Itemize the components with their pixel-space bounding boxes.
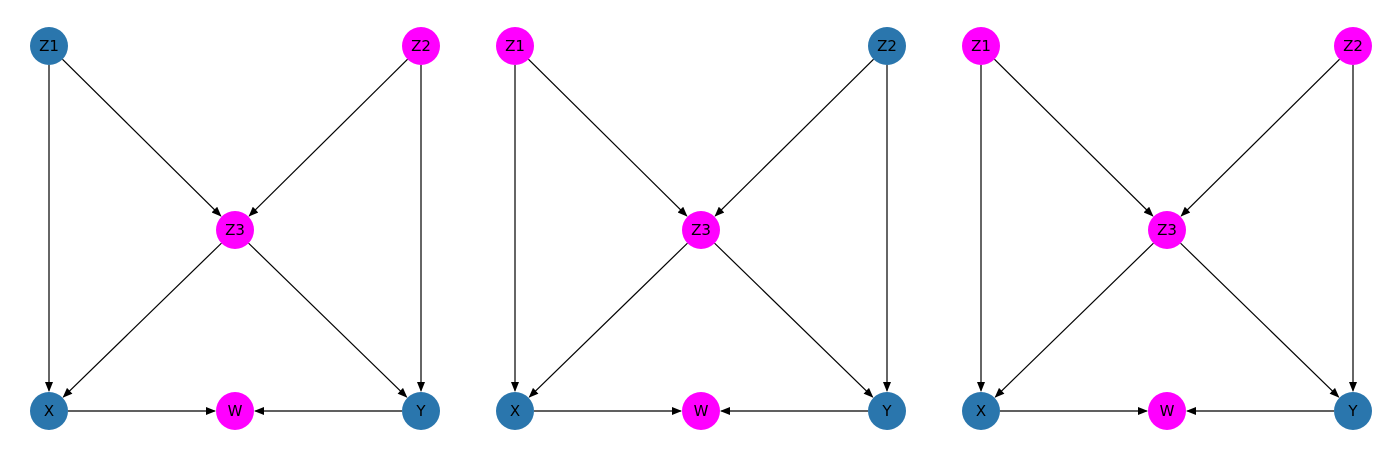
node-label: W bbox=[1160, 402, 1175, 420]
node-z2: Z2 bbox=[402, 27, 440, 65]
node-circle bbox=[962, 27, 1000, 65]
node-circle bbox=[682, 392, 720, 430]
node-circle bbox=[30, 392, 68, 430]
node-y: Y bbox=[1334, 392, 1372, 430]
edge-z3-to-x bbox=[62, 242, 222, 398]
edge-z2-to-z3 bbox=[714, 58, 874, 217]
node-circle bbox=[1334, 27, 1372, 65]
node-circle bbox=[496, 27, 534, 65]
edge-z3-to-x bbox=[994, 242, 1154, 398]
edge-z2-to-z3 bbox=[1180, 58, 1340, 217]
edge-z1-to-z3 bbox=[62, 58, 222, 217]
node-label: Z1 bbox=[971, 37, 991, 55]
node-circle bbox=[402, 27, 440, 65]
node-label: Z1 bbox=[39, 37, 59, 55]
edge-z2-to-z3 bbox=[248, 58, 408, 217]
node-circle bbox=[30, 27, 68, 65]
node-z1: Z1 bbox=[30, 27, 68, 65]
node-label: Z3 bbox=[225, 221, 245, 239]
node-circle bbox=[1148, 392, 1186, 430]
node-label: X bbox=[44, 402, 54, 420]
node-label: Z1 bbox=[505, 37, 525, 55]
node-label: X bbox=[976, 402, 986, 420]
node-label: Y bbox=[881, 402, 892, 420]
edge-z1-to-z3 bbox=[994, 58, 1154, 217]
node-x: X bbox=[962, 392, 1000, 430]
node-circle bbox=[496, 392, 534, 430]
node-y: Y bbox=[402, 392, 440, 430]
node-circle bbox=[868, 392, 906, 430]
node-z3: Z3 bbox=[1148, 211, 1186, 249]
node-label: Z2 bbox=[411, 37, 431, 55]
edge-z3-to-x bbox=[528, 242, 688, 398]
node-label: Y bbox=[415, 402, 426, 420]
edge-z3-to-y bbox=[248, 242, 408, 398]
node-label: X bbox=[510, 402, 520, 420]
node-circle bbox=[216, 392, 254, 430]
edge-z3-to-y bbox=[714, 242, 874, 398]
node-w: W bbox=[216, 392, 254, 430]
node-label: W bbox=[694, 402, 709, 420]
node-label: Z2 bbox=[1343, 37, 1363, 55]
node-label: Z2 bbox=[877, 37, 897, 55]
node-circle bbox=[402, 392, 440, 430]
node-z1: Z1 bbox=[962, 27, 1000, 65]
node-z3: Z3 bbox=[216, 211, 254, 249]
node-w: W bbox=[682, 392, 720, 430]
node-label: Z3 bbox=[691, 221, 711, 239]
node-label: W bbox=[228, 402, 243, 420]
node-w: W bbox=[1148, 392, 1186, 430]
node-x: X bbox=[496, 392, 534, 430]
node-label: Y bbox=[1347, 402, 1358, 420]
node-circle bbox=[1148, 211, 1186, 249]
edge-z1-to-z3 bbox=[528, 58, 688, 217]
node-x: X bbox=[30, 392, 68, 430]
node-circle bbox=[868, 27, 906, 65]
node-z1: Z1 bbox=[496, 27, 534, 65]
node-z3: Z3 bbox=[682, 211, 720, 249]
node-circle bbox=[682, 211, 720, 249]
node-y: Y bbox=[868, 392, 906, 430]
edge-z3-to-y bbox=[1180, 242, 1340, 398]
node-label: Z3 bbox=[1157, 221, 1177, 239]
node-circle bbox=[1334, 392, 1372, 430]
node-z2: Z2 bbox=[868, 27, 906, 65]
node-z2: Z2 bbox=[1334, 27, 1372, 65]
node-circle bbox=[216, 211, 254, 249]
node-circle bbox=[962, 392, 1000, 430]
